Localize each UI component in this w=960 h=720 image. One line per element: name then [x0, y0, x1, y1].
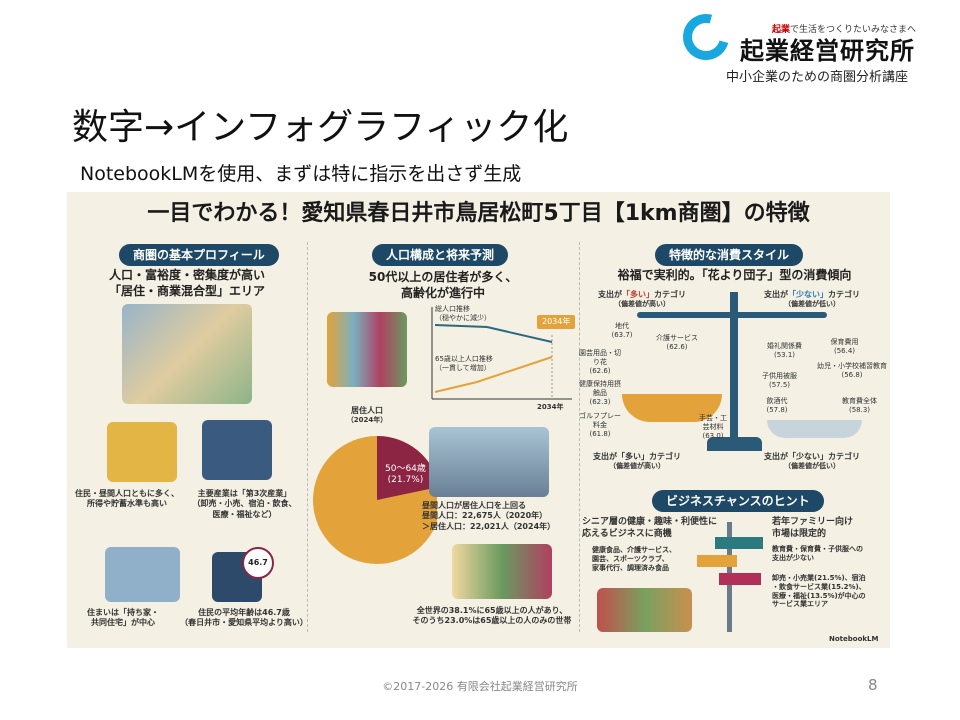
total-population-line [434, 324, 553, 343]
notebooklm-watermark: NotebookLM [829, 635, 879, 643]
pie-label: 居住人口（2024年） [346, 406, 388, 425]
profile-item-industry: 主要産業は「第3次産業」（卸売・小売、宿泊・飲食、医療・福祉など） [192, 489, 297, 519]
consumption-pill: 特徴的な消費スタイル [655, 244, 804, 266]
logo-name: 起業経営研究所 [740, 37, 915, 65]
shop-illustration [597, 588, 692, 632]
low-item: 婚礼関係費(53.1) [767, 342, 802, 359]
profile-headline: 人口・富裕度・密集度が高い「居住・商業混合型」エリア [108, 268, 265, 298]
sign-arrow-icon [697, 555, 737, 567]
total-line-label: 総人口推移（穏やかに減少） [435, 305, 491, 322]
coins-icon [107, 422, 177, 482]
town-illustration [122, 304, 252, 404]
low-item: 保育費用(56.4) [830, 338, 859, 355]
housing-icon [105, 547, 180, 602]
high-item: 介護サービス(62.6) [656, 334, 698, 351]
x-axis-label: 2034年 [537, 403, 564, 411]
copyright: ©2017-2026 有限会社起業経営研究所 [382, 680, 578, 693]
high-spend-bottom: 支出が「多い」カテゴリ（偏差値が高い） [593, 452, 681, 471]
pie-slice-label: 50〜64歳(21.7%) [385, 464, 426, 485]
page-number: 8 [868, 676, 878, 694]
low-spend-bottom: 支出が「少ない」カテゴリ（偏差値が低い） [764, 452, 860, 471]
low-item: 飲酒代(57.8) [766, 397, 788, 414]
year-badge: 2034年 [537, 315, 576, 329]
workers-icon [202, 420, 272, 480]
household-note: 全世界の38.1%に65歳以上の人があり、そのうち23.0%は65歳以上の人のみ… [412, 606, 572, 626]
scale-base [707, 437, 762, 451]
senior-line-label: 65歳以上人口推移（一貫して増加） [435, 355, 493, 372]
scale-pole [730, 292, 738, 442]
household-illustration [452, 544, 552, 599]
logo-subtitle: 中小企業のための商圏分析講座 [726, 70, 909, 85]
profile-item-age: 住民の平均年齢は46.7歳（春日井市・愛知県平均より高い） [180, 608, 308, 628]
pie-slice-50-64 [377, 436, 437, 500]
high-spend-pan [622, 394, 722, 422]
high-item: ゴルフプレー料金(61.8) [579, 412, 621, 438]
slide-title: 数字→インフォグラフィック化 [72, 107, 569, 148]
logo-tagline: 起業で生活をつくりたいみなさまへ [772, 25, 917, 35]
low-item: 子供用被服(57.5) [762, 372, 797, 389]
age-pie-chart [313, 436, 437, 564]
profile-item-housing: 住まいは「持ち家・共同住宅」が中心 [87, 608, 159, 628]
population-headline: 50代以上の居住者が多く、高齢化が進行中 [368, 270, 518, 300]
high-item: 園芸用品・切り花(62.6) [579, 349, 621, 375]
low-item: 幼児・小学校補習教育(56.8) [817, 362, 887, 379]
age-clock-icon: 46.7 [242, 547, 274, 579]
low-spend-title: 支出が「少ない」カテゴリ（偏差値が低い） [764, 290, 860, 309]
high-spend-title: 支出が「多い」カテゴリ（偏差値が高い） [598, 290, 686, 309]
business-right-head: 若年ファミリー向け市場は限定的 [772, 517, 854, 539]
slide-subtitle: NotebookLMを使用、まずは特に指示を出さず生成 [80, 163, 522, 185]
business-left-body: 健康食品、介護サービス、園芸、スポーツクラブ、家事代行、調理済み食品 [592, 546, 676, 572]
logo-icon [674, 5, 738, 69]
infographic-image: 一目でわかる！愛知県春日井市鳥居松町5丁目【1km商圏】の特徴 商圏の基本プロフ… [67, 192, 890, 648]
low-spend-pan [767, 420, 862, 438]
profile-item-income: 住民・昼間人口ともに多く、所得や貯蓄水準も高い [75, 489, 179, 509]
low-item: 教育費全体(58.3) [842, 397, 877, 414]
infographic-title: 一目でわかる！愛知県春日井市鳥居松町5丁目【1km商圏】の特徴 [147, 201, 810, 226]
scale-beam [637, 312, 827, 318]
population-pill: 人口構成と将来予測 [372, 244, 509, 266]
profile-pill: 商圏の基本プロフィール [119, 244, 279, 266]
senior-population-line [434, 356, 553, 393]
population-trend-chart [431, 307, 572, 400]
seniors-illustration [327, 312, 407, 387]
consumption-headline: 裕福で実利的。「花より団子」型の消費傾向 [617, 268, 852, 282]
business-pill: ビジネスチャンスのヒント [652, 490, 824, 512]
business-right-industry: 卸売・小売業(21.5%)、宿泊・飲食サービス業(15.2%)、医療・福祉(13… [772, 574, 866, 609]
crowd-illustration [429, 427, 549, 497]
business-left-head: シニア層の健康・趣味・利便性に応えるビジネスに商機 [582, 517, 718, 539]
high-item: 健康保持用摂触品(62.3) [579, 380, 621, 406]
high-item: 手芸・工芸材料(63.0) [699, 414, 727, 440]
daytime-population: 昼間人口が居住人口を上回る昼間人口：22,675人（2020年）＞居住人口：22… [422, 501, 556, 531]
sign-arrow-icon [719, 573, 761, 585]
sign-arrow-icon [715, 537, 763, 549]
high-item: 地代(63.7) [611, 322, 633, 339]
business-right-body: 教育費・保育費・子供服への支出が少ない [772, 545, 863, 562]
